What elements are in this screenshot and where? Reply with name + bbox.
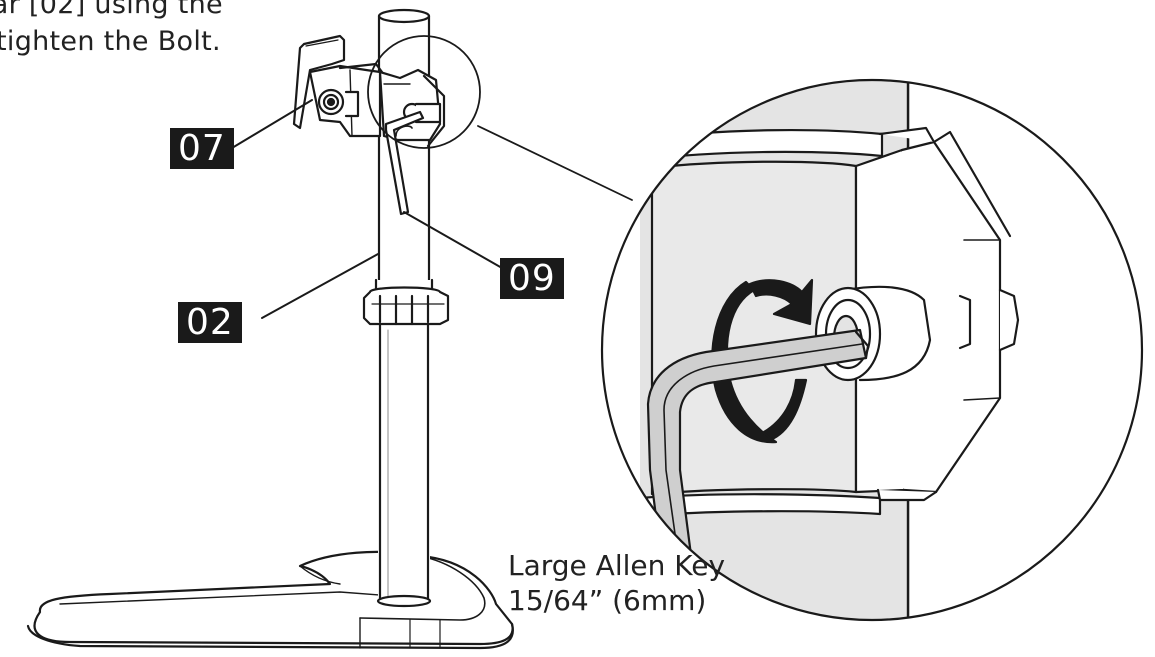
instruction-line-1: lar [02] using the [0,0,223,20]
leader-09 [403,211,503,269]
tool-name: Large Allen Key [508,549,726,582]
callout-part-07: 07 [170,128,234,169]
detail-circle-small [367,35,481,149]
magnify-leader-line [477,125,633,201]
instruction-text: lar [02] using the tighten the Bolt. [0,0,223,60]
tool-label: Large Allen Key 15/64” (6mm) [508,548,725,618]
magnified-view [602,80,1142,620]
small-allen-key [384,110,425,216]
callout-part-02: 02 [178,302,242,343]
instruction-line-2: tighten the Bolt. [0,26,221,57]
callout-part-09: 09 [500,258,564,299]
leader-02 [261,253,379,319]
height-collar [362,278,450,326]
tool-size: 15/64” (6mm) [508,584,707,617]
stand-base [26,550,514,650]
detail-circle-large [600,78,1144,622]
leader-07 [231,99,313,149]
